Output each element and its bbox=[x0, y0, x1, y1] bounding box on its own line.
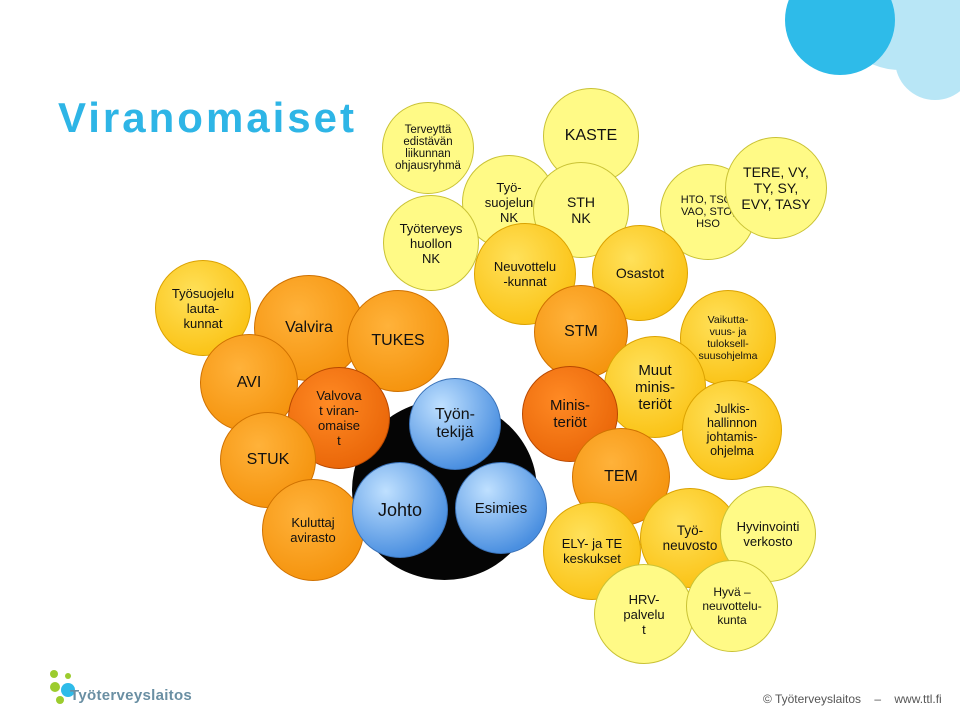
bubble-tyontekija: Työn- tekijä bbox=[409, 378, 501, 470]
decorative-circle bbox=[895, 20, 960, 100]
footer-url: www.ttl.fi bbox=[894, 692, 942, 706]
logo-icon bbox=[50, 670, 75, 704]
bubble-tyoterveyshuollon-nk: Työterveys huollon NK bbox=[383, 195, 479, 291]
bubble-tere: TERE, VY, TY, SY, EVY, TASY bbox=[725, 137, 827, 239]
bubble-julkishallinnon: Julkis- hallinnon johtamis- ohjelma bbox=[682, 380, 782, 480]
logo-name: Työterveyslaitos bbox=[70, 687, 193, 704]
bubble-kuluttajavirasto: Kuluttaj avirasto bbox=[262, 479, 364, 581]
bubble-ministeriot: Minis- teriöt bbox=[522, 366, 618, 462]
footer: © Työterveyslaitos – www.ttl.fi bbox=[763, 692, 952, 706]
bubble-hrv-palvelut: HRV- palvelu t bbox=[594, 564, 694, 664]
slide-title: Viranomaiset bbox=[58, 94, 358, 141]
bubble-hyva-neuvottelukunta: Hyvä – neuvottelu- kunta bbox=[686, 560, 778, 652]
bubble-esimies: Esimies bbox=[455, 462, 547, 554]
footer-copyright: © Työterveyslaitos bbox=[763, 692, 861, 706]
bubble-terveytta-edistavan: Terveyttä edistävän liikunnan ohjausryhm… bbox=[382, 102, 474, 194]
footer-dash: – bbox=[874, 692, 882, 706]
bubble-johto: Johto bbox=[352, 462, 448, 558]
